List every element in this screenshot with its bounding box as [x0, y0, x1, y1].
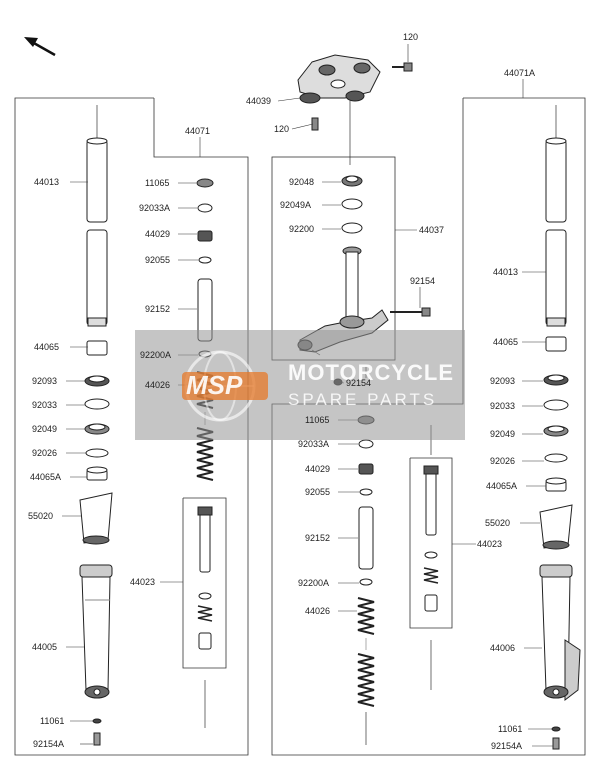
left-assembly-frame — [14, 97, 249, 756]
label-left-92049: 92049 — [32, 424, 58, 434]
label-center-92152: 92152 — [305, 533, 331, 543]
right-inner-parts — [423, 425, 439, 690]
label-right-44013: 44013 — [493, 267, 519, 277]
label-right-92026: 92026 — [490, 456, 516, 466]
label-left-11061: 11061 — [40, 716, 65, 726]
label-left-92026: 92026 — [32, 448, 58, 458]
label-44071A: 44071A — [504, 68, 536, 78]
label-center-44029: 44029 — [305, 464, 331, 474]
left-inner-parts — [196, 178, 214, 728]
label-left-44023: 44023 — [130, 577, 156, 587]
label-left-92093: 92093 — [32, 376, 58, 386]
label-92049A: 92049A — [280, 200, 312, 210]
label-44039: 44039 — [246, 96, 272, 106]
label-left-44065A: 44065A — [30, 472, 62, 482]
right-44023-bracket — [409, 457, 453, 629]
label-right-44023: 44023 — [477, 539, 503, 549]
label-left-92033A: 92033A — [139, 203, 171, 213]
label-120-bottom: 120 — [274, 124, 290, 134]
label-44071: 44071 — [185, 126, 211, 136]
label-left-92152: 92152 — [145, 304, 171, 314]
label-right-44065A: 44065A — [486, 481, 518, 491]
label-left-55020: 55020 — [28, 511, 54, 521]
arrow-up-left-icon — [24, 37, 56, 57]
label-left-92055: 92055 — [145, 255, 171, 265]
label-left-44026: 44026 — [145, 380, 171, 390]
label-center-44026: 44026 — [305, 606, 331, 616]
label-right-44006: 44006 — [490, 643, 516, 653]
label-44037: 44037 — [419, 225, 445, 235]
top-clamp-44039 — [297, 54, 413, 165]
left-44023-bracket — [182, 497, 227, 669]
label-right-92093: 92093 — [490, 376, 516, 386]
label-right-44065: 44065 — [493, 337, 519, 347]
label-center-92055: 92055 — [305, 487, 331, 497]
label-right-92049: 92049 — [490, 429, 516, 439]
label-92200: 92200 — [289, 224, 315, 234]
label-center-92200A: 92200A — [298, 578, 330, 588]
label-right-92154A: 92154A — [491, 741, 523, 751]
label-center-11065: 11065 — [305, 415, 330, 425]
label-left-92154A: 92154A — [33, 739, 65, 749]
label-left-44065: 44065 — [34, 342, 60, 352]
watermark-logo-text: MSP — [186, 370, 243, 400]
label-right-11061: 11061 — [498, 724, 523, 734]
watermark-line2: SPARE PARTS — [288, 390, 438, 409]
left-fork-parts — [79, 105, 113, 746]
right-fork-parts — [539, 105, 581, 750]
label-left-44029: 44029 — [145, 229, 171, 239]
label-left-92200A: 92200A — [140, 350, 172, 360]
label-92154-right: 92154 — [410, 276, 436, 286]
msp-globe-logo — [182, 350, 268, 422]
label-92154-lower: 92154 — [346, 378, 372, 388]
label-left-11065: 11065 — [145, 178, 170, 188]
watermark-line1: MOTORCYCLE — [288, 360, 455, 385]
label-92048: 92048 — [289, 177, 315, 187]
center-inner-parts — [357, 366, 375, 745]
label-left-44005: 44005 — [32, 642, 58, 652]
label-right-55020: 55020 — [485, 518, 511, 528]
label-left-44013: 44013 — [34, 177, 60, 187]
label-center-92033A: 92033A — [298, 439, 330, 449]
label-left-92033: 92033 — [32, 400, 58, 410]
label-120-top: 120 — [403, 32, 419, 42]
label-right-92033: 92033 — [490, 401, 516, 411]
